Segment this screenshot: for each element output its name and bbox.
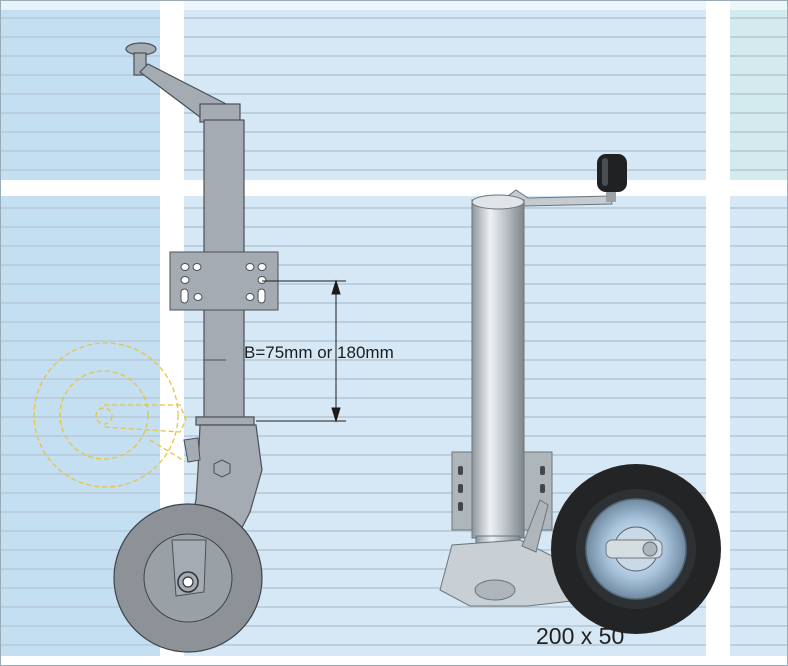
jockey-wheel-drawing-icon <box>33 42 346 653</box>
clearance-dimension-label: B=75mm or 180mm <box>244 343 394 362</box>
wheel-size-label: 200 x 50 <box>536 623 625 649</box>
jockey-wheel-photo-icon <box>439 154 721 634</box>
